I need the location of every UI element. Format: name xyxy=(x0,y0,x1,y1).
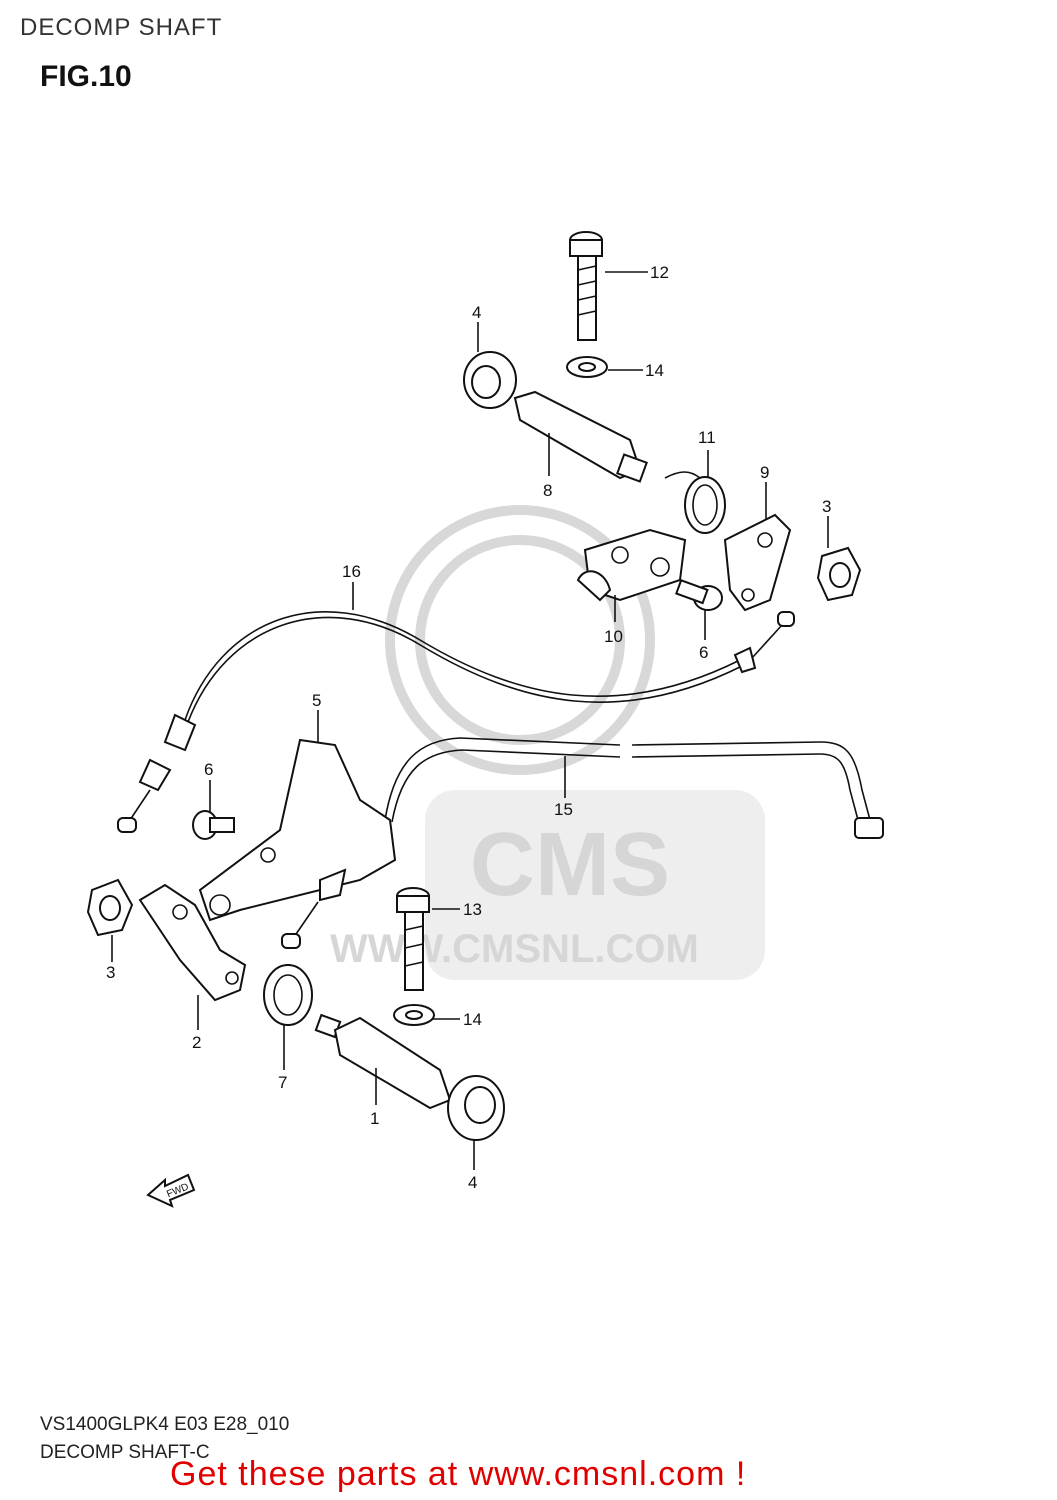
callout-10: 10 xyxy=(604,627,623,646)
part-6-screw xyxy=(192,810,235,840)
part-7-spring xyxy=(263,964,313,1026)
part-9-plate xyxy=(723,513,792,612)
callout-5: 5 xyxy=(312,691,321,710)
watermark-logo: CMS WWW.CMSNL.COM xyxy=(330,505,765,980)
callout-15: 15 xyxy=(554,800,573,819)
part-5-bracket xyxy=(198,738,397,922)
callout-14: 14 xyxy=(645,361,664,380)
callout-12: 13 xyxy=(463,900,482,919)
part-14-washer xyxy=(566,356,608,378)
callout-14: 14 xyxy=(463,1010,482,1029)
part-3-nut xyxy=(816,546,862,602)
callout-4: 4 xyxy=(472,303,481,322)
part-13-bolt xyxy=(569,231,603,341)
part-12-bolt xyxy=(396,887,430,991)
callout-6: 6 xyxy=(204,760,213,779)
callout-1: 1 xyxy=(370,1109,379,1128)
part-11-spring xyxy=(664,471,726,534)
part-15-rod xyxy=(384,737,884,839)
callout-2: 2 xyxy=(192,1033,201,1052)
cta-link[interactable]: Get these parts at www.cmsnl.com ! xyxy=(170,1455,747,1493)
callout-4: 4 xyxy=(468,1173,477,1192)
callout-16: 16 xyxy=(342,562,361,581)
watermark-url: WWW.CMSNL.COM xyxy=(330,927,699,971)
part-14-washer xyxy=(393,1004,435,1026)
callout-7: 7 xyxy=(278,1073,287,1092)
callout-6: 6 xyxy=(699,643,708,662)
callout-11: 11 xyxy=(698,428,716,447)
part-6-screw xyxy=(675,579,723,611)
leader-lines xyxy=(111,271,829,1170)
callout-13: 12 xyxy=(650,263,669,282)
cable-end xyxy=(281,868,347,949)
diagram-subtitle: DECOMP SHAFT-C xyxy=(40,1442,210,1463)
part-16-cable xyxy=(117,611,795,833)
callout-3: 3 xyxy=(106,963,115,982)
page-title: DECOMP SHAFT xyxy=(20,14,223,41)
part-4-bearing xyxy=(463,351,517,409)
part-3-nut xyxy=(86,878,134,937)
part-8-shaft xyxy=(513,390,648,483)
callout-9: 9 xyxy=(760,463,769,482)
part-2-plate xyxy=(138,883,247,1002)
model-code: VS1400GLPK4 E03 E28_010 xyxy=(40,1414,290,1435)
callout-8: 8 xyxy=(543,481,552,500)
part-1-shaft xyxy=(314,1013,452,1110)
forward-arrow-icon: FWD xyxy=(146,1173,196,1208)
part-10-lever xyxy=(576,528,687,602)
watermark-logo-text: CMS xyxy=(470,815,670,915)
figure-label: FIG.10 xyxy=(40,60,132,93)
callout-3: 3 xyxy=(822,497,831,516)
part-4-bearing xyxy=(447,1075,505,1141)
